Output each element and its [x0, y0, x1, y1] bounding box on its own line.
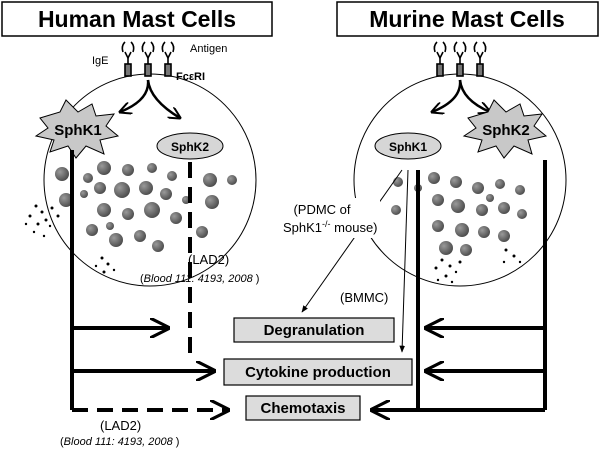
citation-lower: (Blood 111: 4193, 2008 ): [60, 436, 179, 448]
human-sphk2-oval: SphK2: [156, 132, 224, 160]
murine-granules: [391, 172, 527, 256]
bmmc-note: (BMMC): [340, 290, 388, 305]
human-granules: [55, 161, 237, 252]
murine-sphk1-thin-arrows: [301, 169, 409, 353]
murine-sphk1-oval: SphK1: [374, 132, 442, 160]
degranulation-label: Degranulation: [264, 322, 365, 339]
fceri-label: FcεRI: [176, 71, 205, 83]
lad2-upper: (LAD2): [188, 252, 229, 267]
degranulation-box: Degranulation: [233, 317, 395, 343]
pdmc-line2: SphK1-/- mouse): [283, 219, 378, 235]
human-released-granules: [24, 204, 116, 274]
citation-upper: (Blood 111: 4193, 2008 ): [140, 273, 259, 285]
murine-title: Murine Mast Cells: [369, 6, 565, 32]
murine-fceri-receptors: [433, 41, 487, 77]
ige-label: IgE: [92, 55, 109, 67]
human-title-box: Human Mast Cells: [1, 1, 273, 37]
murine-released-granules: [434, 248, 522, 284]
antigen-label: Antigen: [190, 43, 227, 55]
human-sphk1-burst: SphK1: [34, 99, 120, 159]
chemotaxis-box: Chemotaxis: [245, 395, 361, 421]
murine-pathways: [372, 160, 547, 410]
murine-branch-arrows: [432, 79, 490, 112]
cytokine-box: Cytokine production: [223, 358, 413, 386]
pdmc-line1: (PDMC of: [293, 202, 350, 217]
lad2-lower: (LAD2): [100, 418, 141, 433]
chemotaxis-label: Chemotaxis: [260, 400, 345, 417]
murine-sphk2-burst: SphK2: [462, 99, 548, 159]
murine-title-box: Murine Mast Cells: [336, 1, 599, 37]
human-branch-arrows: [120, 79, 180, 118]
human-title: Human Mast Cells: [38, 6, 236, 32]
cytokine-label: Cytokine production: [245, 364, 391, 381]
murine-sphk1-label: SphK1: [389, 140, 427, 154]
murine-sphk2-label: SphK2: [482, 122, 530, 139]
human-sphk1-label: SphK1: [54, 122, 102, 139]
human-fceri-receptors: [121, 41, 175, 77]
pdmc-note: (PDMC of SphK1-/- mouse): [268, 198, 380, 238]
human-pathways: [70, 150, 214, 410]
human-sphk2-dashed-pathway: [72, 162, 228, 410]
human-sphk2-label: SphK2: [171, 140, 209, 154]
